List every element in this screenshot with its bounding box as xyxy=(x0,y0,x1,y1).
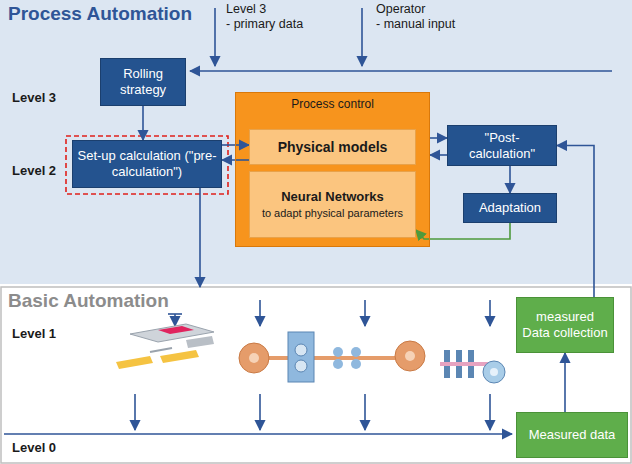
basic-band-fill xyxy=(1,287,631,463)
rolling-line-illustration xyxy=(239,332,425,382)
measured-data-box: Measured data xyxy=(516,412,628,458)
highlight-frame xyxy=(66,136,228,194)
adaptation-box: Adaptation xyxy=(463,193,557,223)
flow-arrow xyxy=(199,188,201,287)
process-automation-panel: Process AutomationRolling strategySet-up… xyxy=(0,0,632,284)
node-title: Process Automation xyxy=(8,3,192,25)
flow-arrow xyxy=(142,106,144,140)
process-control-box: Process controlPhysical modelsNeural Net… xyxy=(235,92,430,247)
node-title: Neural Networks xyxy=(281,189,384,205)
operator-note: - manual input xyxy=(376,17,455,31)
level-label: Level 0 xyxy=(12,440,56,455)
post-calculation-box: "Post-calculation" xyxy=(447,125,557,166)
node-title: "Post-calculation" xyxy=(452,130,552,161)
level-label: Level 1 xyxy=(12,326,56,341)
flow-arrow xyxy=(430,137,447,139)
node-note: to adapt physical parameters xyxy=(262,207,403,220)
node-title: measured Data collection xyxy=(521,309,609,340)
flow-arrow xyxy=(430,154,447,156)
data-collection-box: measured Data collection xyxy=(516,297,614,353)
process-control-fill xyxy=(235,92,430,247)
node-title: Rolling strategy xyxy=(105,66,181,97)
node-title: Adaptation xyxy=(479,200,541,216)
node-title: Physical models xyxy=(278,139,388,156)
basic-automation-panel: Basic Automation measured Data collection… xyxy=(0,287,632,464)
node-title: Basic Automation xyxy=(8,290,169,312)
operator-label: Operator xyxy=(376,2,425,16)
level-note: - primary data xyxy=(226,17,303,31)
node-title: Process control xyxy=(240,97,425,111)
cooling-illustration xyxy=(440,350,505,383)
furnace-illustration xyxy=(116,324,214,369)
level-label: Level 3 xyxy=(12,90,56,105)
node-title: Set-up calculation ("pre-calculation") xyxy=(77,148,217,179)
network-box: Neural Networks to adapt physical paramet… xyxy=(249,171,416,238)
flow-arrow xyxy=(509,166,511,193)
layout-arrows xyxy=(4,8,612,434)
level-label: Level 3 xyxy=(226,2,266,16)
process-band-fill xyxy=(0,0,632,284)
flow-arrow xyxy=(564,353,566,412)
node-title: Measured data xyxy=(529,427,616,443)
model-box: Physical models xyxy=(249,129,416,165)
flow-arrow xyxy=(557,146,594,298)
level-label: Level 2 xyxy=(12,163,56,178)
feedback-arrow xyxy=(416,223,510,239)
setup-box: Set-up calculation ("pre-calculation") xyxy=(72,140,222,188)
strategy-box: Rolling strategy xyxy=(100,58,186,106)
